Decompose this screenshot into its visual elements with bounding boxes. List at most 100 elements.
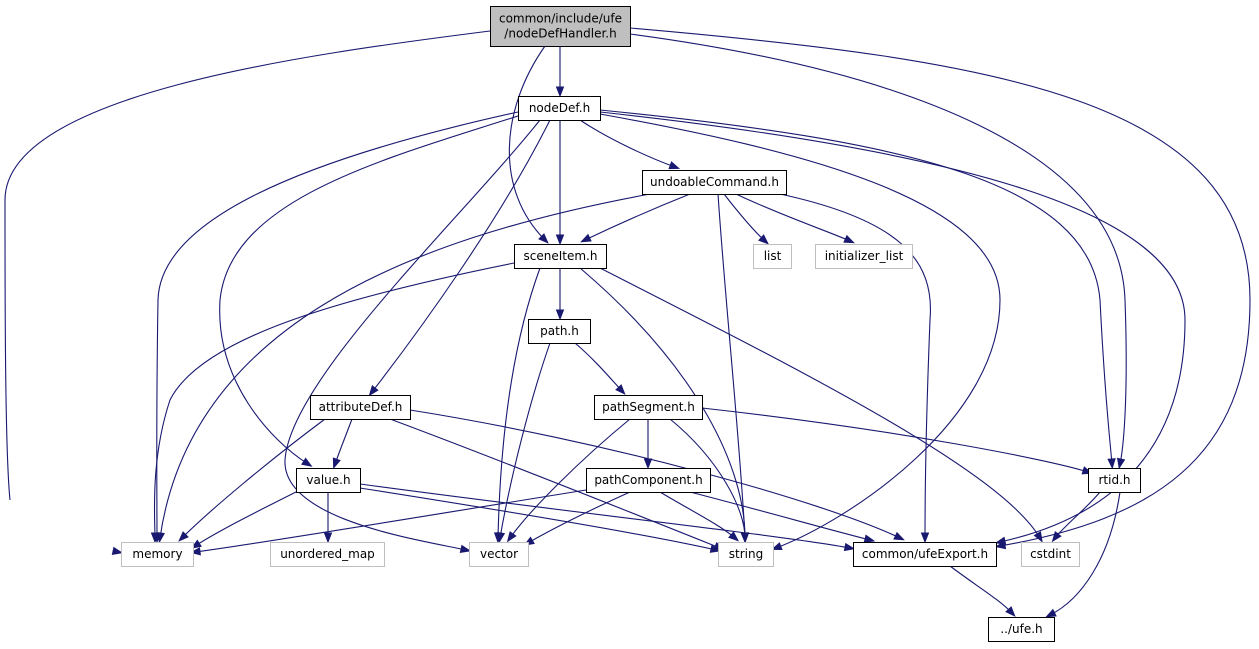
- node-box: [518, 96, 601, 121]
- node-box: [853, 542, 997, 567]
- edge-line: [153, 262, 515, 539]
- arrowhead-icon: [323, 532, 333, 544]
- arrowhead-icon: [770, 542, 783, 551]
- edge-pathSegment-to-pathComponent: [643, 419, 653, 470]
- arrowhead-icon: [150, 532, 160, 544]
- node-path[interactable]: path.h: [528, 319, 591, 344]
- edge-rtid-to-cstdint: [1051, 491, 1101, 543]
- edge-sceneItem-to-cstdint: [599, 267, 1043, 543]
- edge-line: [669, 418, 746, 539]
- node-attributedef[interactable]: attributeDef.h: [310, 395, 411, 420]
- node-sceneitem[interactable]: sceneItem.h: [514, 244, 607, 269]
- edge-sceneItem-to-memory: [150, 262, 515, 544]
- arrowhead-icon: [728, 531, 740, 542]
- edge-nodeDefHandler-to-memory: [4, 30, 491, 556]
- edge-line: [4, 30, 491, 501]
- arrowhead-icon: [863, 534, 876, 543]
- edge-line: [599, 111, 1186, 543]
- node-rtid[interactable]: rtid.h: [1088, 468, 1141, 493]
- edge-line: [723, 193, 766, 242]
- node-box: [296, 468, 361, 493]
- edge-nodeDef-to-sceneItem: [555, 120, 565, 246]
- node-undoablecommand[interactable]: undoableCommand.h: [642, 170, 787, 195]
- edge-line: [499, 342, 551, 539]
- edge-line: [159, 193, 651, 539]
- edge-nodeDef-to-value: [219, 115, 519, 467]
- edge-path-to-vector: [496, 342, 551, 544]
- edge-line: [284, 119, 541, 551]
- edge-line: [579, 267, 746, 539]
- arrowhead-icon: [555, 309, 565, 321]
- arrowhead-icon: [506, 531, 517, 543]
- arrowhead-icon: [893, 531, 905, 541]
- arrowhead-icon: [994, 536, 1007, 545]
- node-box: [469, 542, 529, 567]
- node-label: list: [764, 249, 782, 263]
- edge-attributeDef-to-value: [332, 418, 353, 470]
- arrowhead-icon: [668, 161, 681, 170]
- node-box: [1088, 468, 1141, 493]
- edge-line: [735, 193, 851, 242]
- edge-value-to-unordered_map: [323, 492, 333, 544]
- arrowhead-icon: [643, 458, 653, 470]
- node-nodedefhandler[interactable]: common/include/ufe/nodeDefHandler.h: [490, 6, 631, 47]
- arrowhead-icon: [555, 86, 565, 98]
- node-label: ../ufe.h: [1000, 622, 1042, 636]
- arrowhead-icon: [189, 547, 201, 556]
- edge-pathComponent-to-string: [659, 491, 740, 542]
- edge-nodeDef-to-attributeDef: [368, 119, 551, 397]
- node-nodedef[interactable]: nodeDef.h: [518, 96, 601, 121]
- edge-value-to-ufeExport: [359, 483, 856, 552]
- edge-line: [584, 193, 691, 241]
- edge-line: [371, 119, 551, 393]
- arrowhead-icon: [843, 234, 855, 244]
- edge-nodeDef-to-string: [599, 113, 1001, 551]
- edge-value-to-memory: [190, 489, 301, 549]
- arrowhead-icon: [332, 457, 341, 470]
- arrowhead-icon: [178, 531, 189, 542]
- arrowhead-icon: [301, 457, 313, 467]
- node-box: [310, 395, 411, 420]
- edge-line: [508, 45, 546, 241]
- edge-nodeDef-to-vector: [284, 119, 541, 553]
- edge-line: [181, 418, 326, 539]
- node-box: [121, 542, 194, 567]
- node-vector: vector: [469, 542, 529, 567]
- edge-line: [949, 565, 1013, 614]
- edge-line: [701, 407, 1089, 473]
- edge-pathComponent-to-ufeExport: [689, 491, 876, 543]
- node-label: initializer_list: [825, 249, 904, 263]
- edge-nodeDef-to-ufeExport: [599, 111, 1186, 545]
- edge-line: [689, 491, 871, 541]
- edge-path-to-pathSegment: [574, 342, 626, 395]
- arrowhead-icon: [1033, 531, 1043, 543]
- edge-undoableCommand-to-initializer_list: [735, 193, 855, 244]
- arrowhead-icon: [156, 531, 165, 544]
- edge-line: [334, 418, 353, 465]
- node-label: pathSegment.h: [602, 400, 695, 414]
- edge-line: [156, 111, 519, 539]
- edge-line: [779, 193, 932, 539]
- node-label: unordered_map: [280, 547, 375, 561]
- arrowhead-icon: [1045, 608, 1057, 618]
- arrowhead-icon: [1116, 457, 1126, 470]
- edge-line: [579, 119, 676, 168]
- node-label: path.h: [540, 324, 579, 338]
- edge-ufeExport-to-ufe: [949, 565, 1016, 617]
- edge-line: [717, 193, 746, 539]
- node-list: list: [753, 244, 792, 269]
- node-box: [988, 617, 1055, 642]
- node-label: /nodeDefHandler.h: [504, 27, 616, 41]
- node-value[interactable]: value.h: [296, 468, 361, 493]
- node-box: [586, 468, 711, 493]
- edge-undoableCommand-to-sceneItem: [580, 193, 691, 243]
- node-ufeexport[interactable]: common/ufeExport.h: [853, 542, 997, 567]
- node-pathcomponent[interactable]: pathComponent.h: [586, 468, 711, 493]
- node-pathsegment[interactable]: pathSegment.h: [594, 395, 703, 420]
- node-label: common/ufeExport.h: [862, 547, 988, 561]
- edge-line: [599, 109, 1113, 465]
- node-box: [642, 170, 787, 195]
- node-ufe[interactable]: ../ufe.h: [988, 617, 1055, 642]
- arrowhead-icon: [843, 542, 856, 552]
